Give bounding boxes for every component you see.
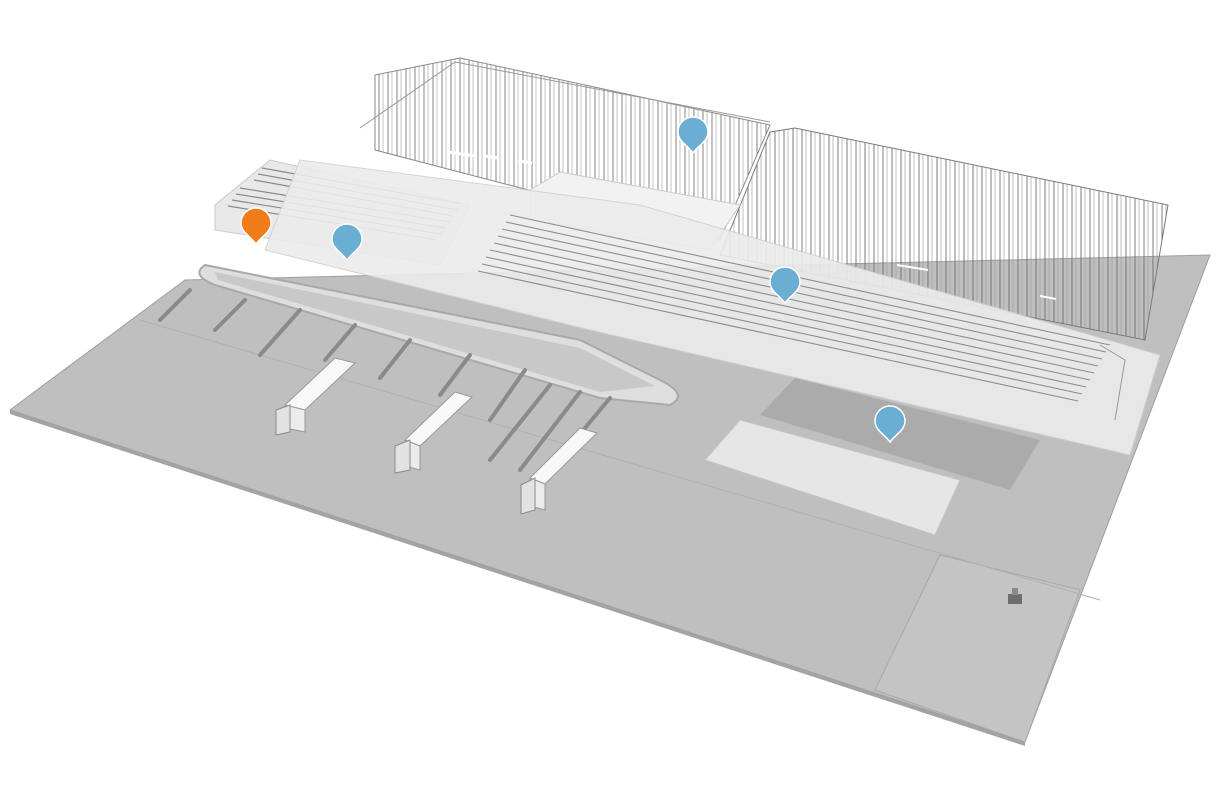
truck-1 <box>275 357 357 436</box>
loading-dock-chutes <box>158 288 612 472</box>
map-pin-icon <box>769 266 801 305</box>
hotspot-pins <box>240 116 906 444</box>
map-pin-icon <box>331 223 363 262</box>
hotspot-3[interactable] <box>677 116 709 155</box>
ground-floor-edge <box>10 410 1025 746</box>
hotspot-5[interactable] <box>874 405 906 444</box>
cart-staging-area <box>704 378 1040 536</box>
mezzanine-right <box>264 159 1161 456</box>
yard-zone <box>874 554 1081 743</box>
loop-conveyor <box>198 263 679 407</box>
truck-3 <box>520 427 598 515</box>
hotspot-2[interactable] <box>331 223 363 262</box>
map-pin-icon <box>874 405 906 444</box>
forklift <box>1008 588 1022 604</box>
truck-2 <box>394 391 473 474</box>
map-pin-icon <box>240 207 272 246</box>
map-pin-icon <box>677 116 709 155</box>
hotspot-4[interactable] <box>769 266 801 305</box>
hotspot-1[interactable] <box>240 207 272 246</box>
